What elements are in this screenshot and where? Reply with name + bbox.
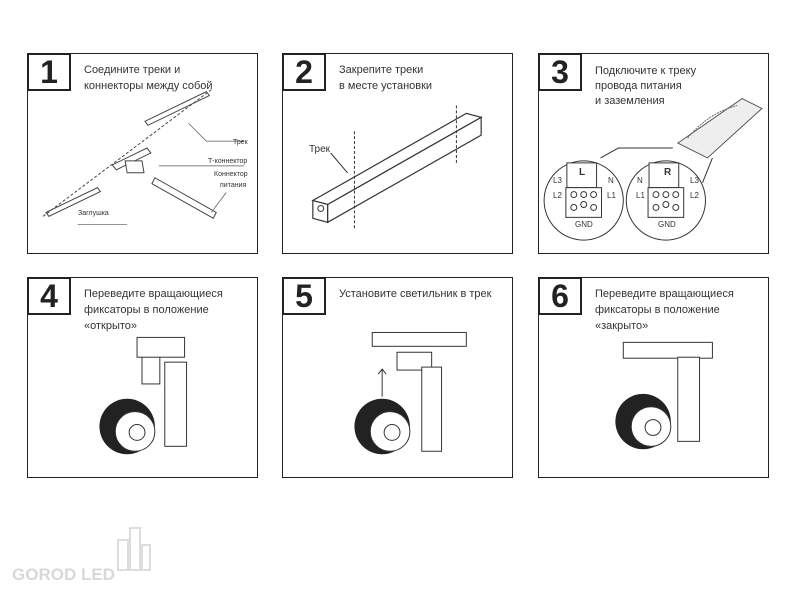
label-gnd: GND — [575, 220, 593, 229]
label-power-connector-2: питания — [220, 182, 247, 189]
step-instruction: Установите светильник в трек — [339, 288, 492, 300]
step-number: 5 — [282, 277, 326, 315]
label-track: Трек — [233, 139, 248, 146]
wiring-diagram-illustration — [543, 97, 763, 241]
label-right-side: R — [664, 167, 672, 178]
label-l3-right: L3 — [690, 176, 699, 185]
label-l1: L1 — [607, 191, 616, 200]
label-l2-right: L2 — [690, 191, 699, 200]
step-number: 1 — [27, 53, 71, 91]
label-n-right: N — [637, 176, 643, 185]
label-l3: L3 — [553, 176, 562, 185]
spotlight-closed-illustration — [615, 341, 713, 450]
step-number: 4 — [27, 277, 71, 315]
spotlight-install-illustration — [354, 331, 467, 455]
label-left-side: L — [579, 167, 586, 178]
step-number: 3 — [538, 53, 582, 91]
label-gnd-right: GND — [658, 220, 676, 229]
label-l1-right: L1 — [636, 191, 645, 200]
label-end-cap: Заглушка — [78, 210, 109, 217]
label-power-connector: Коннектор — [214, 171, 248, 178]
label-n: N — [608, 176, 614, 185]
track-mounting-illustration — [311, 105, 483, 231]
step-number: 6 — [538, 277, 582, 315]
logo-text: GOROD LED — [12, 565, 115, 584]
gorodled-logo: GOROD LED — [10, 520, 160, 590]
label-track: Трек — [309, 144, 331, 155]
label-l2: L2 — [553, 191, 562, 200]
track-connection-illustration — [42, 89, 244, 225]
label-t-connector: Т-коннектор — [208, 158, 248, 165]
spotlight-open-illustration — [99, 336, 188, 455]
city-buildings-icon — [117, 527, 151, 571]
step-5-panel: 5 Установите светильник в трек — [282, 277, 513, 478]
step-number: 2 — [282, 53, 326, 91]
